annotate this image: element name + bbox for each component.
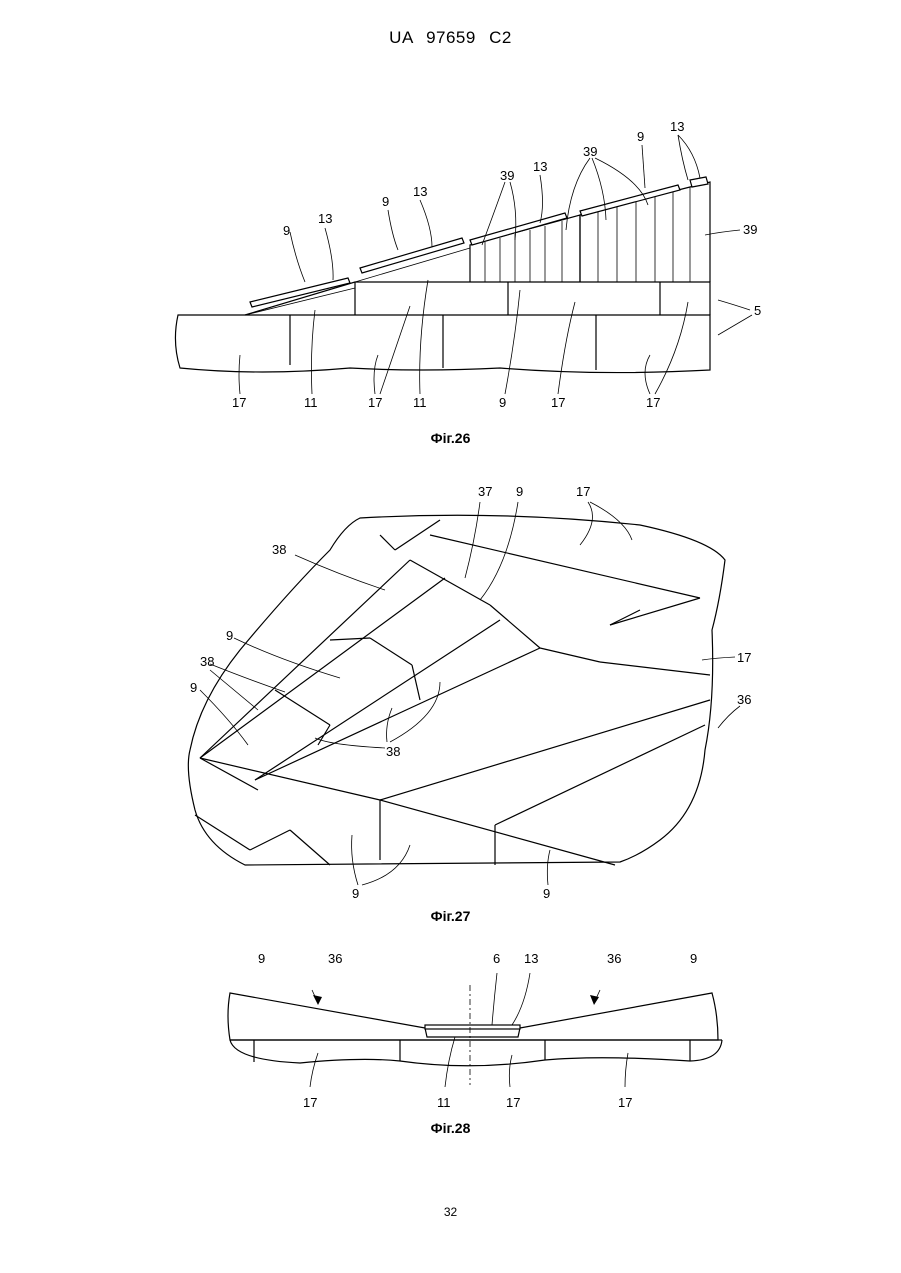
fig26-label: 9 [499, 395, 506, 410]
fig26-label: 9 [637, 129, 644, 144]
figure-28-drawing: 9 36 6 13 36 9 17 11 17 17 [0, 945, 901, 1115]
fig27-label: 9 [226, 628, 233, 643]
fig28-label: 13 [524, 951, 538, 966]
fig27-label: 9 [190, 680, 197, 695]
fig27-label: 9 [516, 484, 523, 499]
fig26-label: 5 [754, 303, 761, 318]
fig27-label: 17 [576, 484, 590, 499]
fig28-label: 6 [493, 951, 500, 966]
fig26-label: 39 [500, 168, 514, 183]
fig28-label: 9 [258, 951, 265, 966]
fig26-label: 17 [368, 395, 382, 410]
figure-27: 37 9 17 38 9 38 9 38 17 36 9 9 [0, 480, 901, 905]
fig26-label: 13 [318, 211, 332, 226]
fig26-label: 17 [232, 395, 246, 410]
fig28-label: 17 [506, 1095, 520, 1110]
fig27-label: 37 [478, 484, 492, 499]
figure-27-drawing: 37 9 17 38 9 38 9 38 17 36 9 9 [0, 480, 901, 905]
fig27-label: 38 [200, 654, 214, 669]
fig26-label: 9 [382, 194, 389, 209]
figure-26-caption: Фіг.26 [0, 430, 901, 446]
figure-27-caption: Фіг.27 [0, 908, 901, 924]
patent-header: UA 97659 C2 [0, 28, 901, 48]
fig26-label: 39 [743, 222, 757, 237]
fig28-label: 11 [437, 1095, 451, 1110]
figure-28-caption: Фіг.28 [0, 1120, 901, 1136]
fig26-label: 13 [670, 119, 684, 134]
page-number: 32 [0, 1205, 901, 1219]
fig27-label: 9 [352, 886, 359, 901]
fig27-label: 9 [543, 886, 550, 901]
figure-26-drawing: 9 13 9 13 39 13 39 9 13 39 5 17 11 17 11… [0, 110, 901, 420]
fig26-label: 11 [304, 395, 318, 410]
fig27-label: 38 [272, 542, 286, 557]
fig28-label: 36 [328, 951, 342, 966]
fig27-label: 38 [386, 744, 400, 759]
fig26-label: 11 [413, 395, 427, 410]
fig26-label: 17 [551, 395, 565, 410]
fig28-label: 9 [690, 951, 697, 966]
fig26-label: 13 [533, 159, 547, 174]
fig28-label: 17 [303, 1095, 317, 1110]
figure-28: 9 36 6 13 36 9 17 11 17 17 [0, 945, 901, 1115]
fig26-label: 9 [283, 223, 290, 238]
fig26-label: 13 [413, 184, 427, 199]
fig28-label: 36 [607, 951, 621, 966]
fig27-label: 17 [737, 650, 751, 665]
figure-26: 9 13 9 13 39 13 39 9 13 39 5 17 11 17 11… [0, 110, 901, 420]
fig26-label: 39 [583, 144, 597, 159]
fig26-label: 17 [646, 395, 660, 410]
fig27-label: 36 [737, 692, 751, 707]
fig28-label: 17 [618, 1095, 632, 1110]
